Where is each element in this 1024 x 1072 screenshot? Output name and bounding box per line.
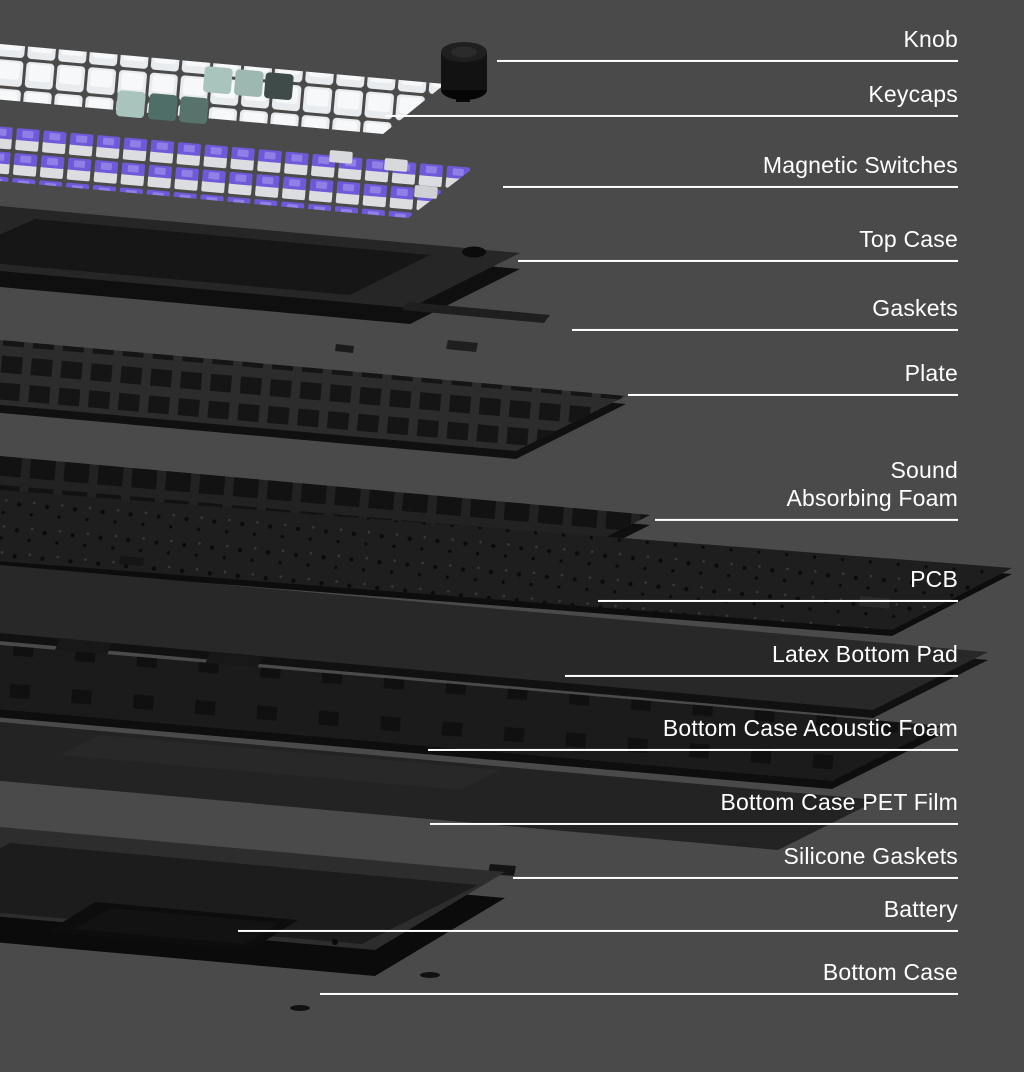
label-gaskets: Gaskets: [572, 294, 958, 331]
label-silicone-gaskets-text: Silicone Gaskets: [783, 842, 958, 869]
label-battery: Battery: [238, 895, 958, 932]
label-sound-absorbing-foam-line2: Absorbing Foam: [786, 484, 958, 511]
label-top-case: Top Case: [518, 225, 958, 262]
label-bottom-case-text: Bottom Case: [822, 958, 958, 985]
keycaps-graphic: [0, 44, 445, 134]
label-bottom-case-pet-film-text: Bottom Case PET Film: [720, 788, 958, 815]
label-bottom-case-acoustic-foam: Bottom Case Acoustic Foam: [428, 714, 958, 751]
knob-graphic: [441, 42, 487, 102]
top-case-graphic: [0, 206, 520, 324]
label-latex-bottom-pad: Latex Bottom Pad: [565, 640, 958, 677]
label-sound-absorbing-foam-line1: Sound: [890, 456, 958, 483]
label-knob-text: Knob: [903, 25, 958, 52]
acoustic-foam-graphic: [0, 645, 942, 789]
label-keycaps: Keycaps: [385, 80, 958, 117]
label-plate-text: Plate: [904, 359, 958, 386]
label-sound-absorbing-foam: Sound Absorbing Foam: [655, 456, 958, 521]
label-gaskets-text: Gaskets: [872, 294, 958, 321]
label-top-case-text: Top Case: [859, 225, 958, 252]
label-pcb-text: PCB: [910, 565, 958, 592]
label-knob: Knob: [497, 25, 958, 62]
switches-graphic: [0, 124, 475, 218]
battery-graphic: [47, 902, 298, 950]
gaskets-graphic: [335, 302, 550, 353]
label-bottom-case-pet-film: Bottom Case PET Film: [430, 788, 958, 825]
label-plate: Plate: [628, 359, 958, 396]
label-battery-text: Battery: [883, 895, 958, 922]
label-pcb: PCB: [598, 565, 958, 602]
label-bottom-case: Bottom Case: [320, 958, 958, 995]
label-silicone-gaskets: Silicone Gaskets: [513, 842, 958, 879]
label-magnetic-switches: Magnetic Switches: [503, 151, 958, 188]
label-bottom-case-acoustic-foam-text: Bottom Case Acoustic Foam: [662, 714, 958, 741]
pet-film-graphic: [0, 722, 878, 850]
label-keycaps-text: Keycaps: [868, 80, 958, 107]
label-magnetic-switches-text: Magnetic Switches: [762, 151, 958, 178]
plate-graphic: [0, 340, 626, 459]
label-latex-bottom-pad-text: Latex Bottom Pad: [771, 640, 958, 667]
